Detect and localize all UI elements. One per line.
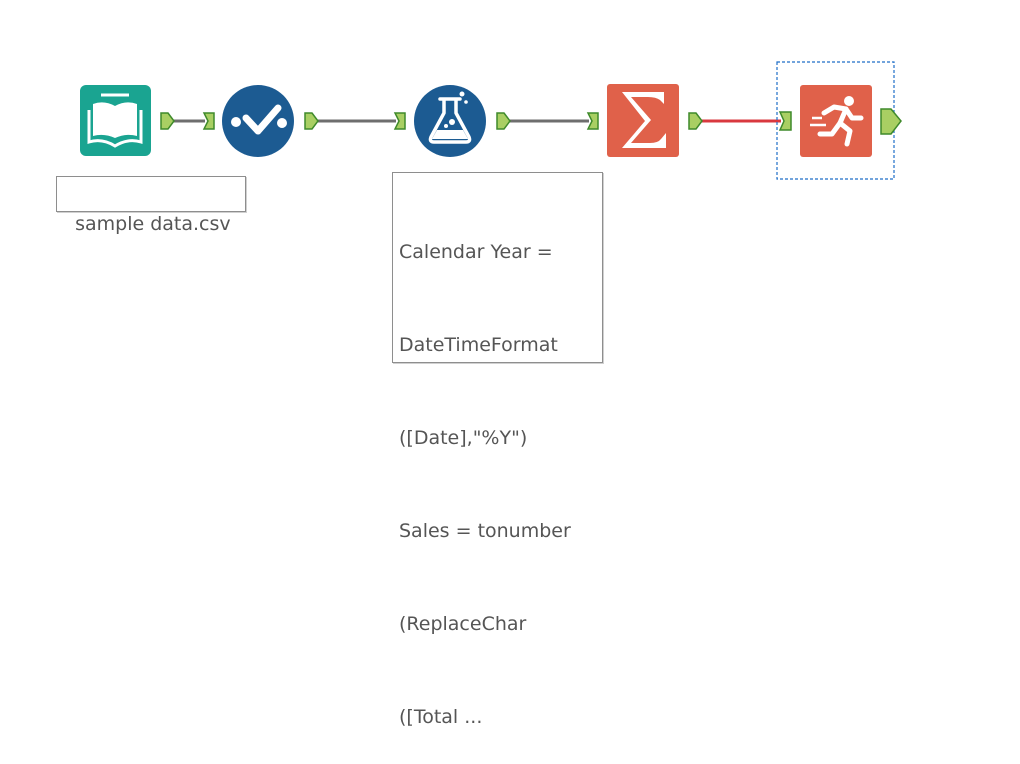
workflow-canvas[interactable] [0, 0, 1020, 414]
formula-annotation[interactable]: Calendar Year = DateTimeFormat ([Date],"… [392, 172, 603, 728]
annotation-line: (ReplaceChar [399, 613, 527, 635]
select-tool[interactable] [222, 85, 294, 157]
flask-icon [428, 91, 472, 144]
input-annotation[interactable]: sample data.csv [56, 176, 246, 235]
select-tool-bg[interactable] [222, 85, 294, 157]
annotation-line: Calendar Year = [399, 241, 553, 263]
output-anchor[interactable] [688, 112, 703, 130]
input-anchor[interactable] [586, 112, 599, 130]
summarize-tool-bg[interactable] [607, 84, 679, 157]
open-book-icon [87, 93, 143, 148]
running-person-icon [810, 96, 864, 147]
formula-tool[interactable] [414, 85, 486, 157]
output-anchor[interactable] [496, 112, 511, 130]
output-anchor[interactable] [160, 112, 175, 130]
annotation-line: ([Total ... [399, 706, 483, 728]
output-anchor[interactable] [880, 108, 902, 135]
input-anchor[interactable] [393, 112, 406, 130]
runner-tool[interactable] [800, 85, 872, 157]
sigma-icon [622, 92, 666, 148]
annotation-line: ([Date],"%Y") [399, 427, 528, 449]
annotation-line: DateTimeFormat [399, 334, 558, 356]
runner-tool-bg[interactable] [800, 85, 872, 157]
input-anchor[interactable] [202, 112, 215, 130]
annotation-text: sample data.csv [75, 213, 231, 235]
annotation-line: Sales = tonumber [399, 520, 571, 542]
check-dots-icon [231, 104, 287, 135]
input-data-tool[interactable] [80, 85, 151, 156]
input-anchor[interactable] [778, 111, 792, 131]
output-anchor[interactable] [304, 112, 319, 130]
summarize-tool[interactable] [607, 84, 679, 157]
